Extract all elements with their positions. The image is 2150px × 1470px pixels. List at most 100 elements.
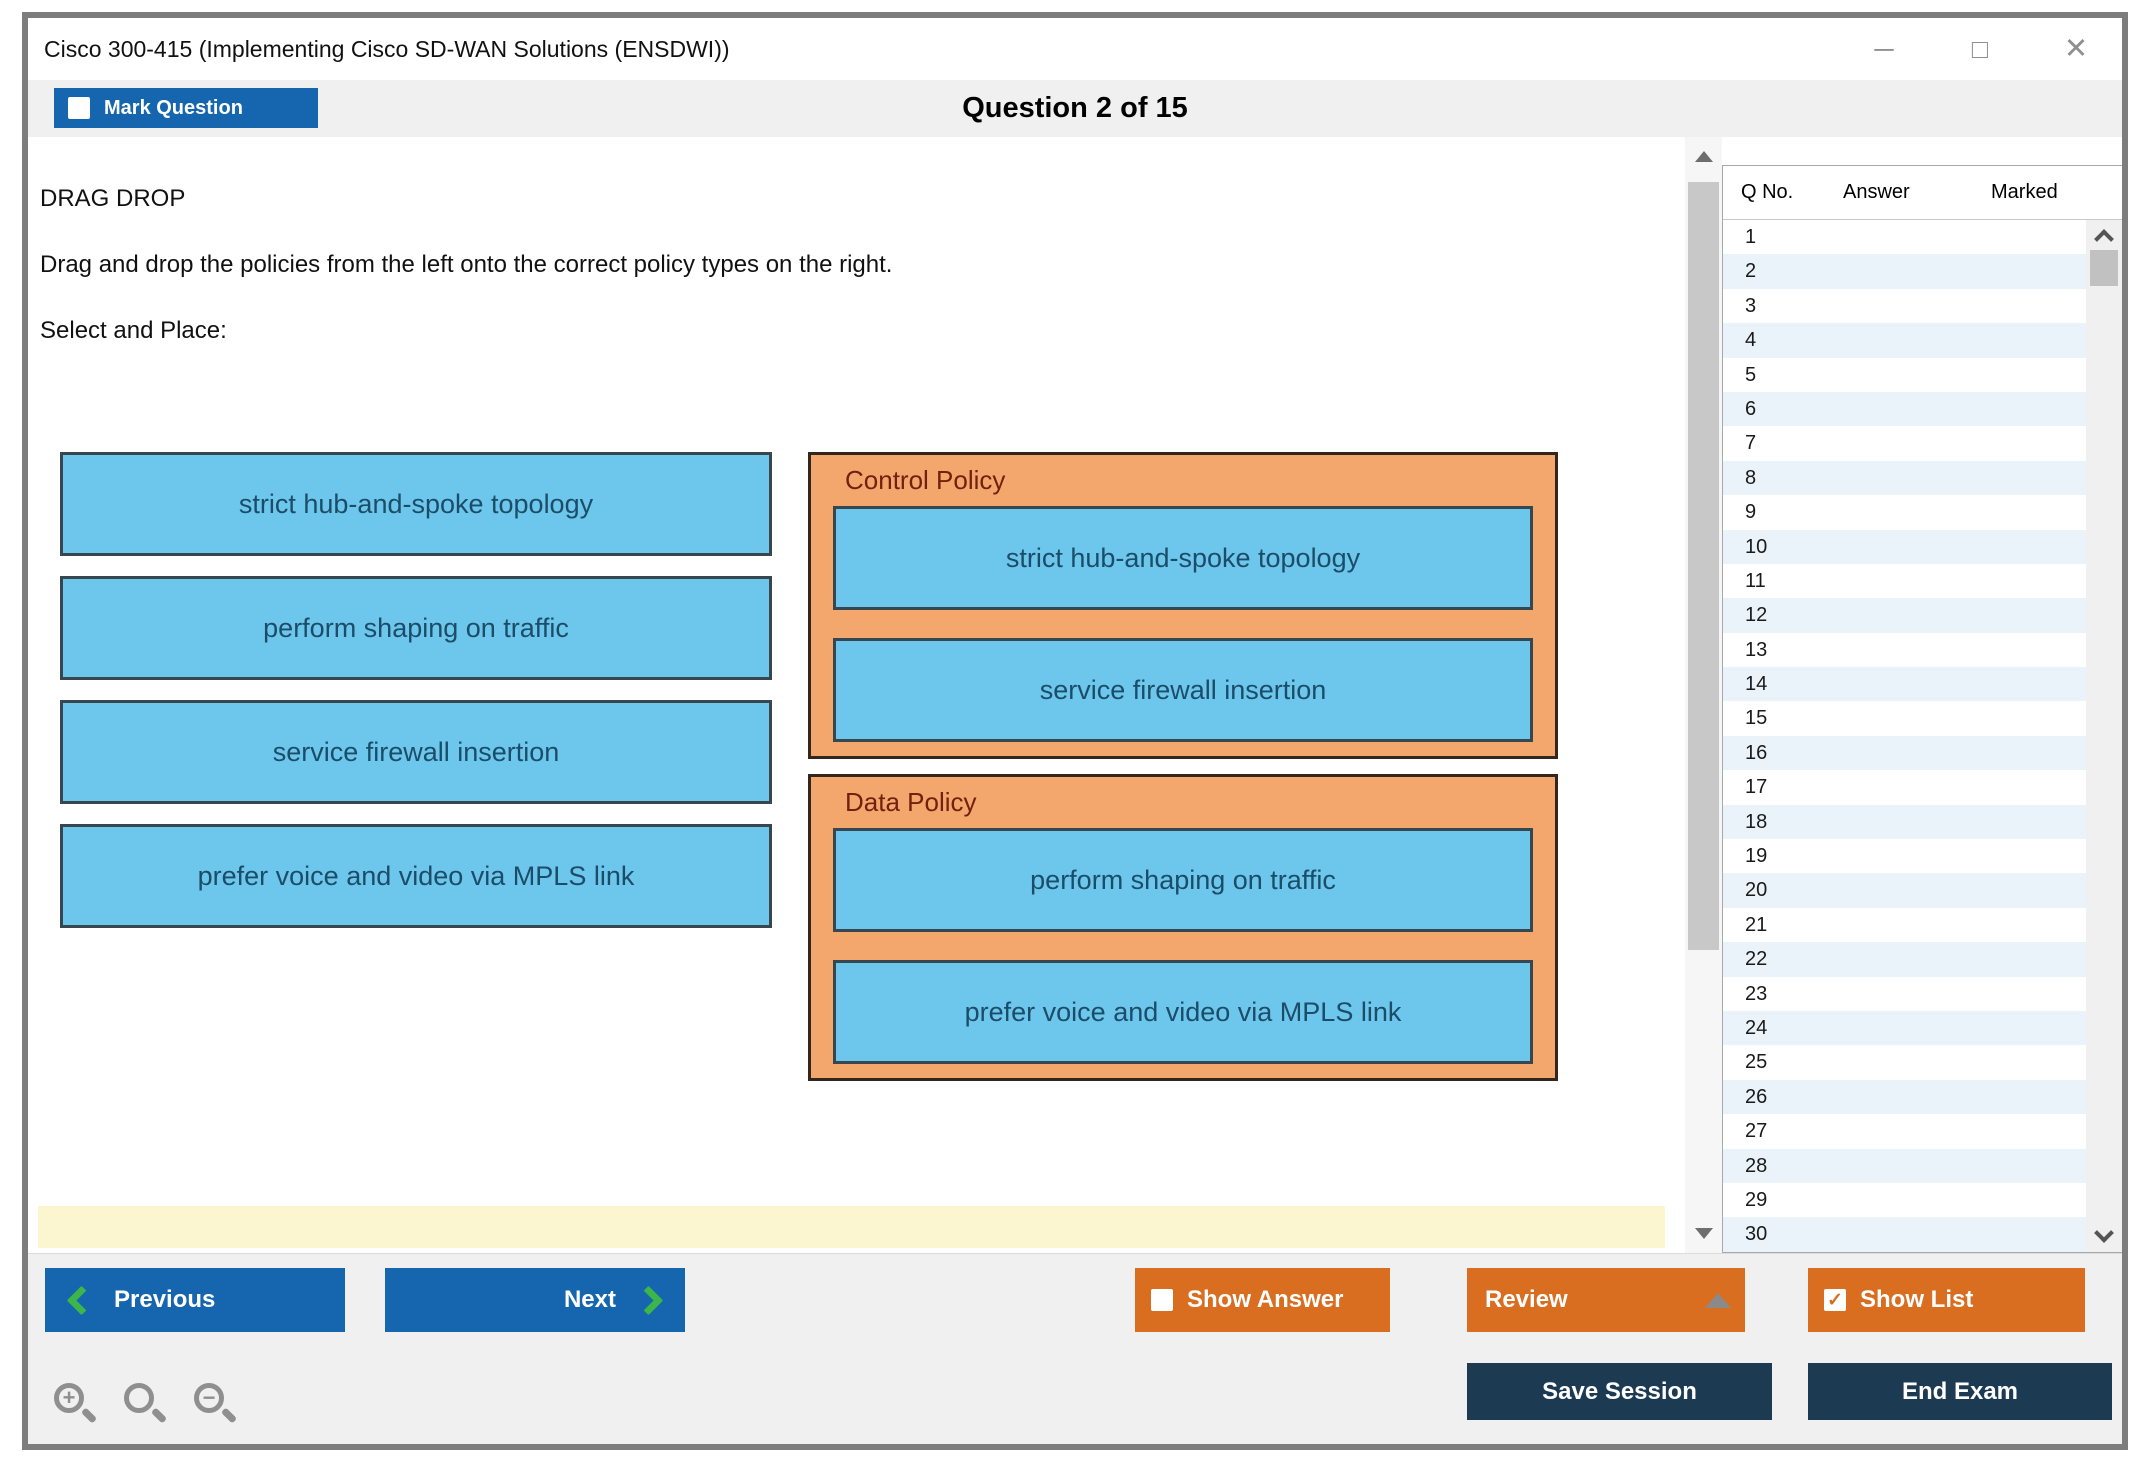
review-label: Review bbox=[1485, 1286, 1568, 1313]
drop-target-title: Data Policy bbox=[845, 787, 977, 817]
column-header-answer: Answer bbox=[1843, 181, 1910, 203]
question-list-row[interactable]: 1 bbox=[1745, 226, 1757, 248]
show-answer-label: Show Answer bbox=[1187, 1286, 1344, 1313]
question-list-row[interactable]: 2 bbox=[1723, 254, 2086, 289]
end-exam-button[interactable]: End Exam bbox=[1808, 1363, 2112, 1420]
sidebar-scrollbar-thumb[interactable] bbox=[2090, 250, 2118, 286]
app-window: Cisco 300-415 (Implementing Cisco SD-WAN… bbox=[22, 12, 2128, 1450]
close-button-icon[interactable]: ✕ bbox=[2063, 32, 2089, 65]
sidebar-scroll-down-icon[interactable] bbox=[2094, 1223, 2114, 1243]
zoom-tools: + − bbox=[52, 1381, 238, 1427]
question-list-row[interactable]: 25 bbox=[1745, 1051, 1768, 1074]
question-list-row[interactable]: 3 bbox=[1745, 294, 1757, 317]
question-list-row[interactable]: 22 bbox=[1723, 942, 2086, 977]
previous-label: Previous bbox=[114, 1286, 216, 1313]
previous-button[interactable]: Previous bbox=[45, 1268, 345, 1332]
question-list-header: Q No. Answer Marked bbox=[1723, 166, 2122, 220]
content-area: DRAG DROP Drag and drop the policies fro… bbox=[28, 137, 2122, 1253]
save-session-button[interactable]: Save Session bbox=[1467, 1363, 1772, 1420]
question-list-row[interactable]: 20 bbox=[1723, 873, 2086, 908]
zoom-out-icon[interactable]: − bbox=[192, 1381, 238, 1427]
drop-target-group[interactable]: Data Policy perform shaping on traffic pre… bbox=[808, 774, 1558, 1081]
dropped-item[interactable]: perform shaping on traffic bbox=[833, 828, 1533, 932]
question-panel: DRAG DROP Drag and drop the policies fro… bbox=[28, 137, 1685, 1253]
drop-target-column: Control Policy strict hub-and-spoke topol… bbox=[808, 452, 1558, 1081]
footer-bar: Previous Next Show Answer Review ✓ Show … bbox=[28, 1253, 2122, 1444]
show-answer-checkbox[interactable] bbox=[1151, 1289, 1173, 1311]
question-list-row[interactable]: 21 bbox=[1745, 913, 1768, 936]
sidebar-scrollbar[interactable] bbox=[2086, 220, 2122, 1252]
question-list-row[interactable]: 29 bbox=[1745, 1188, 1768, 1211]
triangle-up-icon bbox=[1705, 1292, 1731, 1308]
mark-question-button[interactable]: Mark Question bbox=[54, 88, 318, 128]
review-button[interactable]: Review bbox=[1467, 1268, 1745, 1332]
zoom-in-icon[interactable]: + bbox=[52, 1381, 98, 1427]
question-list-row[interactable]: 30 bbox=[1723, 1217, 2086, 1252]
column-header-qno: Q No. bbox=[1741, 181, 1794, 203]
drag-source-column: strict hub-and-spoke topology perform sha… bbox=[60, 452, 772, 928]
mark-question-checkbox[interactable] bbox=[68, 97, 90, 119]
question-list-row[interactable]: 26 bbox=[1723, 1079, 2086, 1115]
question-list-row[interactable]: 13 bbox=[1745, 638, 1768, 661]
question-list-row[interactable]: 28 bbox=[1723, 1148, 2086, 1183]
window-controls: ─ □ ✕ bbox=[1864, 18, 2096, 80]
question-list-row[interactable]: 8 bbox=[1723, 460, 2086, 496]
show-list-checkbox[interactable]: ✓ bbox=[1824, 1289, 1846, 1311]
question-list-row[interactable]: 7 bbox=[1745, 432, 1757, 455]
drop-target-group[interactable]: Control Policy strict hub-and-spoke topol… bbox=[808, 452, 1558, 759]
select-and-place-label: Select and Place: bbox=[40, 317, 227, 344]
chevron-left-icon bbox=[66, 1285, 97, 1315]
save-session-label: Save Session bbox=[1542, 1377, 1697, 1405]
sidebar-scroll-up-icon[interactable] bbox=[2094, 229, 2114, 249]
zoom-reset-icon[interactable] bbox=[122, 1381, 168, 1427]
drop-target-title: Control Policy bbox=[845, 465, 1006, 495]
question-list-row[interactable]: 18 bbox=[1723, 804, 2086, 840]
question-list-row[interactable]: 5 bbox=[1745, 363, 1757, 386]
minimize-button-icon[interactable]: ─ bbox=[1874, 33, 1894, 64]
question-list-row[interactable]: 27 bbox=[1745, 1120, 1768, 1143]
question-list-row[interactable]: 6 bbox=[1723, 391, 2086, 427]
show-list-button[interactable]: ✓ Show List bbox=[1808, 1268, 2085, 1332]
chevron-right-icon bbox=[633, 1285, 664, 1315]
drag-item[interactable]: perform shaping on traffic bbox=[60, 576, 772, 680]
question-list-row[interactable]: 12 bbox=[1723, 598, 2086, 633]
scroll-up-arrow-icon[interactable] bbox=[1694, 151, 1713, 162]
drag-item[interactable]: service firewall insertion bbox=[60, 700, 772, 804]
question-instruction: Drag and drop the policies from the left… bbox=[40, 251, 893, 278]
drag-item[interactable]: prefer voice and video via MPLS link bbox=[60, 824, 772, 928]
dropped-item[interactable]: strict hub-and-spoke topology bbox=[833, 506, 1533, 610]
question-list-row[interactable]: 10 bbox=[1723, 529, 2086, 564]
highlight-strip bbox=[38, 1206, 1665, 1248]
question-list-row[interactable]: 24 bbox=[1723, 1010, 2086, 1046]
question-list-row[interactable]: 11 bbox=[1745, 569, 1766, 592]
title-bar: Cisco 300-415 (Implementing Cisco SD-WAN… bbox=[28, 18, 2122, 80]
question-list-row[interactable]: 19 bbox=[1745, 845, 1768, 868]
main-scrollbar[interactable] bbox=[1685, 137, 1722, 1253]
window-title: Cisco 300-415 (Implementing Cisco SD-WAN… bbox=[44, 36, 730, 62]
question-list-row[interactable]: 23 bbox=[1745, 982, 1768, 1005]
dropped-item[interactable]: service firewall insertion bbox=[833, 638, 1533, 742]
next-button[interactable]: Next bbox=[385, 1268, 685, 1332]
question-list-row[interactable]: 4 bbox=[1723, 323, 2086, 358]
question-counter: Question 2 of 15 bbox=[962, 92, 1188, 124]
show-answer-button[interactable]: Show Answer bbox=[1135, 1268, 1390, 1332]
show-list-label: Show List bbox=[1860, 1286, 1974, 1313]
drag-item[interactable]: strict hub-and-spoke topology bbox=[60, 452, 772, 556]
checkmark-icon: ✓ bbox=[1827, 1289, 1843, 1311]
scroll-down-arrow-icon[interactable] bbox=[1694, 1228, 1713, 1239]
question-list-row[interactable]: 17 bbox=[1745, 776, 1768, 799]
column-header-marked: Marked bbox=[1991, 181, 2058, 203]
next-label: Next bbox=[563, 1286, 616, 1313]
dropped-item[interactable]: prefer voice and video via MPLS link bbox=[833, 960, 1533, 1064]
header-band: Mark Question Question 2 of 15 bbox=[28, 80, 2122, 137]
question-list-row[interactable]: 15 bbox=[1745, 707, 1768, 730]
question-list-row[interactable]: 9 bbox=[1745, 501, 1757, 524]
maximize-button-icon[interactable]: □ bbox=[1971, 33, 1989, 64]
question-list-row[interactable]: 16 bbox=[1723, 735, 2086, 771]
question-list-row[interactable]: 14 bbox=[1723, 667, 2086, 702]
main-scrollbar-thumb[interactable] bbox=[1688, 182, 1719, 950]
